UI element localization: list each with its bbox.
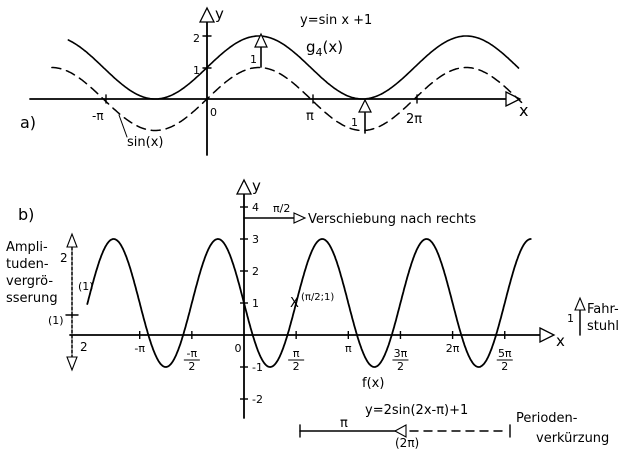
panel-a-x-tick-label-0: 0 xyxy=(210,106,217,119)
panel-b-amp-down-arrowhead xyxy=(66,356,78,372)
panel-b-amp-down-value: 2 xyxy=(80,340,88,354)
panel-b-shift-arrowhead xyxy=(293,212,307,224)
panel-b-point-x-mark: X xyxy=(290,296,299,311)
panel-b-y-tick-label: 1 xyxy=(252,297,259,310)
panel-a-y-tick-label-1: 1 xyxy=(193,64,200,77)
panel-b-amplitude-text: Ampli- tuden- vergrö- sserung xyxy=(6,240,58,306)
panel-b-amp-down-sub: (1) xyxy=(48,314,64,327)
panel-b-y-tick-label: 4 xyxy=(252,201,259,214)
panel-a-lift-label-2: 1 xyxy=(351,116,358,129)
panel-a-sin-leader xyxy=(118,114,128,138)
panel-a-x-tick-label-neg-pi: -π xyxy=(92,109,104,123)
panel-b-shift-amount: π/2 xyxy=(273,202,290,215)
panel-b-y-label: y xyxy=(252,177,261,195)
panel-a-sin-label: sin(x) xyxy=(127,135,163,150)
panel-b-x-label: x xyxy=(556,332,565,350)
panel-b-x-tick-label: 2π xyxy=(446,342,460,355)
panel-a-x-arrow xyxy=(505,90,522,108)
panel-b-y-tick-label: -1 xyxy=(252,361,263,374)
panel-b-lift-value: 1 xyxy=(567,312,574,325)
panel-b-equation: y=2sin(2x-π)+1 xyxy=(365,403,468,418)
panel-b-period-arrowhead xyxy=(393,424,407,438)
panel-b-amp-up-arrowhead xyxy=(66,232,78,248)
panel-a-label: a) xyxy=(20,113,36,132)
panel-a: a) x y 2 1 -π 0 π 2π 1 1 y=sin x +1 g4( xyxy=(20,5,528,156)
panel-b-x-tick-label: π xyxy=(345,342,352,355)
panel-b-x-tick-label: -π xyxy=(134,342,145,355)
panel-b-y-tick-label: 2 xyxy=(252,265,259,278)
panel-a-lift-label-1: 1 xyxy=(250,53,257,66)
panel-a-y-label: y xyxy=(215,5,224,23)
panel-b-shift-text: Verschiebung nach rechts xyxy=(308,212,476,227)
panel-a-x-tick-label-2pi: 2π xyxy=(406,112,422,127)
panel-b-fx-label: f(x) xyxy=(362,376,384,391)
series-sin-x-plus-1 xyxy=(67,35,520,100)
panel-b-x-tick-label: 0 xyxy=(235,342,242,355)
panel-b-y-tick-label: 3 xyxy=(252,233,259,246)
panel-b-lift-arrowhead xyxy=(574,296,586,311)
panel-a-y-arrow xyxy=(198,6,216,23)
panel-a-x-label: x xyxy=(519,101,528,120)
panel-b-y-arrow xyxy=(235,178,253,195)
panel-a-x-tick-label-pi: π xyxy=(306,109,314,124)
panel-a-equation: y=sin x +1 xyxy=(300,13,372,28)
panel-a-g4-label: g4(x) xyxy=(306,38,343,59)
panel-b-period-value: π xyxy=(340,416,348,431)
panel-a-lift-arrowhead-2 xyxy=(358,98,372,113)
panel-b-x-arrow xyxy=(539,326,556,344)
series-sin-x-dashed xyxy=(51,66,524,132)
panel-b-y-tick-label: -2 xyxy=(252,393,263,406)
panel-a-lift-arrowhead-1 xyxy=(254,32,268,48)
panel-b-lift-text: Fahr- stuhl xyxy=(587,302,623,334)
panel-a-y-tick-label-2: 2 xyxy=(193,32,200,45)
panel-b-amp-up-value: 2 xyxy=(60,251,68,265)
panel-b-label: b) xyxy=(18,205,34,224)
panel-b-period-old: (2π) xyxy=(395,436,419,450)
series-2sin-2x-minus-pi-plus-1 xyxy=(86,238,532,368)
panel-b-point-label: (π/2;1) xyxy=(301,292,334,303)
panel-b-period-text: Perioden- verkürzung xyxy=(516,411,609,446)
panel-b-amp-up-sub: (1) xyxy=(78,280,94,293)
